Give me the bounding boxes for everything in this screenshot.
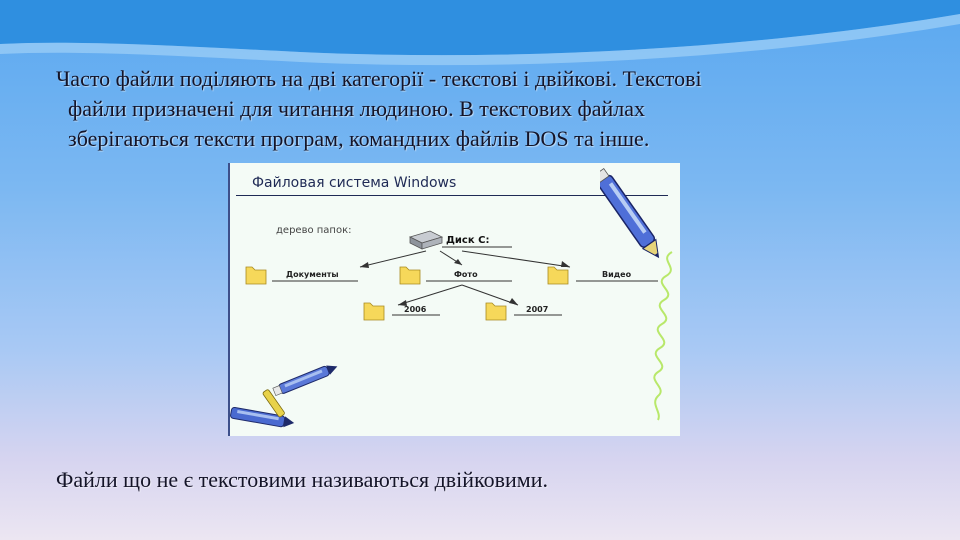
folder-icon xyxy=(547,266,569,285)
pen-icon xyxy=(600,168,673,421)
figure-title: Файловая система Windows xyxy=(252,175,457,191)
intro-paragraph: Часто файли поділяють на дві категорії -… xyxy=(56,64,936,154)
disk-label: Диск С: xyxy=(446,235,490,246)
paragraph-line-3: зберігаються тексти програм, командних ф… xyxy=(68,126,650,151)
top-wave-decoration xyxy=(0,0,960,66)
folder-label-2007: 2007 xyxy=(526,305,549,314)
file-system-figure: Файловая система Windows дерево папок: xyxy=(228,163,680,436)
folder-label-2006: 2006 xyxy=(404,305,427,314)
folder-label-documents: Документы xyxy=(286,270,339,279)
paragraph-line-2: файли призначені для читання людиною. В … xyxy=(68,96,646,121)
figure-title-underline xyxy=(236,195,668,196)
closing-paragraph: Файли що не є текстовими називаються дві… xyxy=(56,467,548,492)
pencils-icon xyxy=(230,365,338,428)
folder-label-photo: Фото xyxy=(454,270,478,279)
folder-icon xyxy=(245,266,267,285)
paragraph-line-1: Часто файли поділяють на дві категорії -… xyxy=(56,66,702,91)
folder-tree-diagram xyxy=(230,230,658,428)
drive-icon xyxy=(408,230,444,250)
tree-label: дерево папок: xyxy=(276,225,352,236)
folder-label-video: Видео xyxy=(602,270,632,279)
folder-icon xyxy=(485,302,507,321)
folder-icon xyxy=(399,266,421,285)
folder-icon xyxy=(363,302,385,321)
